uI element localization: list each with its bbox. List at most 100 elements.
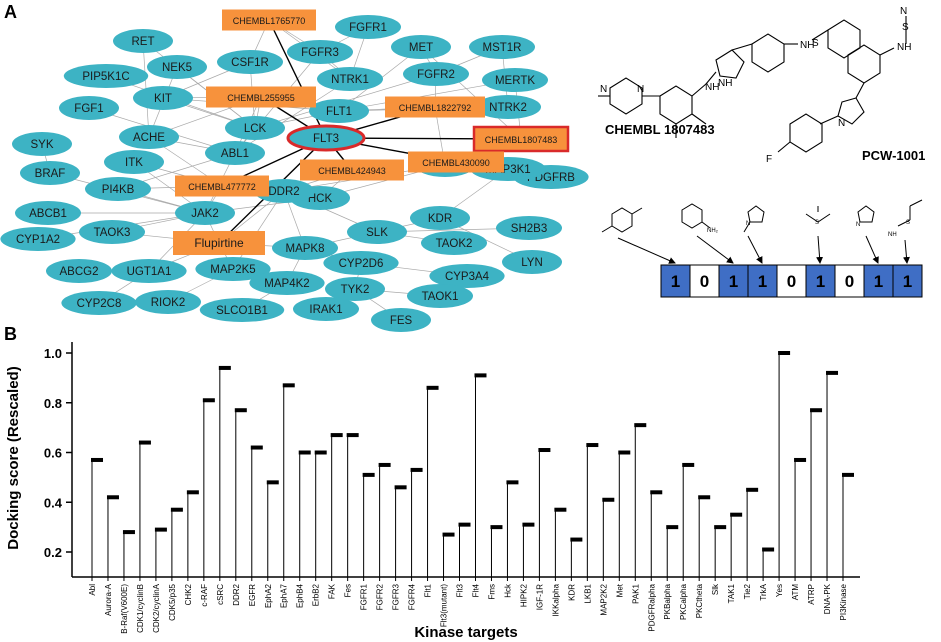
kinase-label-jak2: JAK2	[191, 208, 219, 220]
kinase-node-cyp2d6	[323, 251, 399, 275]
kinase-node-ugt1a1	[111, 259, 187, 283]
x-tick-label-fgfr3: FGFR3	[392, 583, 401, 610]
kinase-label-cyp2d6: CYP2D6	[339, 258, 384, 270]
x-tick-label-hipk2: HIPK2	[519, 583, 528, 607]
kinase-label-ddr2: DDR2	[268, 186, 299, 198]
x-tick-label-fms: Fms	[487, 584, 496, 600]
kinase-label-riok2: RIOK2	[151, 297, 186, 309]
center-label-flt3: FLT3	[313, 133, 339, 145]
fingerprint-arrow	[902, 239, 910, 264]
kinase-label-slco1b1: SLCO1B1	[216, 305, 268, 317]
kinase-label-braf: BRAF	[35, 168, 66, 180]
kinase-label-kdr: KDR	[428, 213, 452, 225]
kinase-label-fgfr3: FGFR3	[301, 47, 339, 59]
kinase-label-cyp2c8: CYP2C8	[77, 298, 122, 310]
compound-node-chembl1765770	[222, 9, 316, 31]
kinase-node-ntrk1	[317, 67, 383, 91]
kinase-label-tyk2: TYK2	[341, 284, 370, 296]
stick-cap-kdr	[570, 537, 583, 542]
x-tick-label-ikkalpha: IKKalpha	[551, 583, 560, 616]
kinase-node-map2k5	[195, 257, 271, 281]
x-tick-label-aurora-a: Aurora-A	[104, 583, 113, 616]
stick-cap-fgfr1	[362, 472, 375, 477]
compound-node-chembl424943	[300, 159, 404, 181]
kinase-label-sh2b3: SH2B3	[511, 223, 547, 235]
atom-n1: N	[600, 84, 607, 95]
stick-cap-egfr	[250, 445, 263, 450]
compound-node-flupirtine	[173, 231, 265, 255]
stick-cap-flt3	[458, 522, 471, 527]
kinase-label-slk: SLK	[366, 227, 388, 239]
fingerprint-bit-box	[718, 264, 749, 298]
stick-cap-flt3-mutant	[442, 532, 455, 537]
atom-nh2: NH₂	[707, 228, 719, 234]
kinase-node-slk	[347, 220, 407, 244]
compound-label-chembl1765770: CHEMBL1765770	[233, 16, 306, 26]
kinase-node-fes	[371, 308, 431, 332]
kinase-label-ugt1a1: UGT1A1	[127, 266, 172, 278]
x-tick-label-epha2: EphA2	[264, 583, 273, 608]
fingerprint-bit-value: 1	[729, 272, 738, 291]
stick-cap-atm	[794, 457, 807, 462]
stick-cap-erbb2	[314, 450, 327, 455]
network-edge	[420, 46, 522, 140]
x-tick-label-pkbalpha: PKBalpha	[663, 583, 672, 619]
compound-label-chembl1807483: CHEMBL1807483	[485, 135, 558, 145]
stick-cap-cdk2-cyclina	[154, 527, 167, 532]
fingerprint-bit-value: 1	[903, 272, 912, 291]
panel-a-label: A	[4, 2, 17, 22]
molecule-left-name: CHEMBL 1807483	[605, 122, 715, 137]
stick-cap-fms	[490, 525, 503, 530]
network-edge	[232, 190, 285, 270]
x-tick-label-fes: Fes	[344, 584, 353, 597]
stick-cap-pkcalpha	[682, 462, 695, 467]
stick-cap-atrp	[810, 408, 823, 413]
stick-cap-epha2	[266, 480, 279, 485]
stick-cap-flt1	[426, 385, 439, 390]
kinase-label-fes: FES	[390, 315, 413, 327]
y-tick-label: 0.4	[44, 495, 63, 510]
x-tick-label-fgfr1: FGFR1	[360, 583, 369, 610]
x-tick-label-pdgfralpha: PDGFRalpha	[647, 583, 656, 631]
kinase-node-ret	[113, 29, 173, 53]
kinase-node-abcb1	[15, 201, 81, 225]
stick-cap-lkb1	[586, 443, 599, 448]
chart-sticks	[91, 351, 854, 577]
compound-label-chembl1822792: CHEMBL1822792	[399, 103, 472, 113]
atom-nh-frag2: NH	[888, 232, 897, 238]
fingerprint-bit-value: 1	[671, 272, 680, 291]
molecule-chembl1807483: N N NH NH NH S	[598, 19, 861, 138]
x-tick-label-ephb4: EphB4	[296, 583, 305, 608]
atom-n2: N	[637, 84, 644, 95]
kinase-node-kit	[133, 86, 193, 110]
kinase-node-mertk	[482, 68, 548, 92]
y-axis-title: Docking score (Rescaled)	[5, 366, 22, 549]
network-edge	[234, 78, 351, 154]
x-tick-label-flt1: Flt1	[424, 583, 433, 597]
stick-cap-cdk5-p35	[170, 507, 183, 512]
kinase-label-hck: HCK	[308, 193, 333, 205]
atom-s-frag: S	[815, 220, 819, 226]
stick-cap-pdgfralpha	[650, 490, 663, 495]
x-tick-label-erbb2: ErbB2	[312, 583, 321, 606]
stick-cap-chk2	[186, 490, 199, 495]
compound-node-chembl1822792	[385, 96, 485, 118]
stick-cap-csrc	[218, 365, 231, 370]
y-tick-label: 1.0	[44, 346, 62, 361]
fingerprint-bit-value: 1	[874, 272, 883, 291]
kinase-label-csf1r: CSF1R	[231, 57, 269, 69]
x-tick-label-b-raf-v600e: B-Raf(V600E)	[120, 584, 129, 634]
compound-label-chembl430090: CHEMBL430090	[422, 158, 490, 168]
kinase-label-ntrk1: NTRK1	[331, 74, 369, 86]
kinase-label-abcg2: ABCG2	[60, 266, 99, 278]
kinase-node-mapk8	[272, 236, 338, 260]
kinase-node-taok3	[79, 220, 145, 244]
stick-cap-fgfr3	[394, 485, 407, 490]
x-tick-label-fgfr2: FGFR2	[376, 583, 385, 610]
x-tick-label-pkctheta: PKCtheta	[695, 583, 704, 618]
kinase-label-fgfr1: FGFR1	[349, 22, 387, 34]
kinase-node-pi4kb	[85, 177, 151, 201]
stick-cap-epha7	[282, 383, 295, 388]
